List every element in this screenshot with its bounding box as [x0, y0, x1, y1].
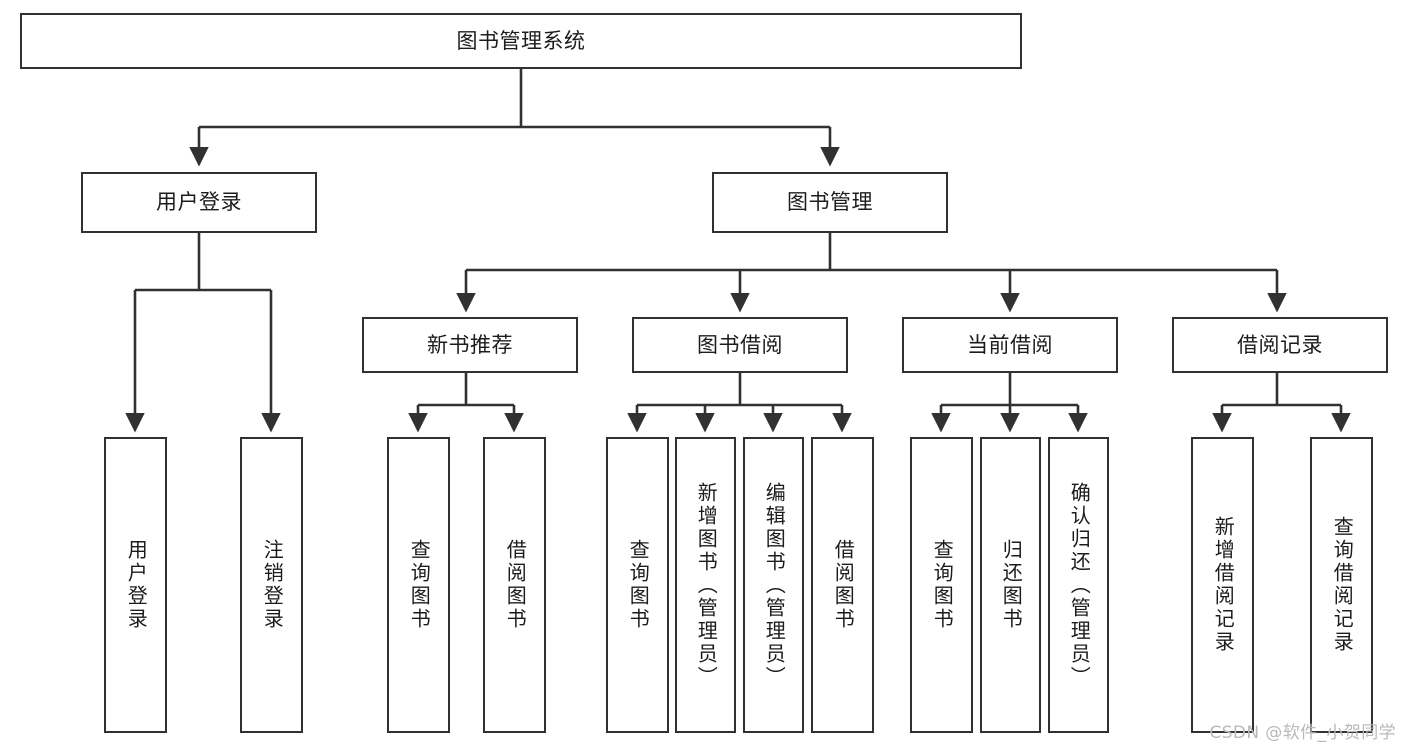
node-leaf-add-book-label: 新增图书（管理员）: [694, 481, 719, 689]
node-leaf-add-record[interactable]: 新增借阅记录: [1191, 437, 1254, 733]
node-leaf-return-book-label: 归还图书: [999, 539, 1024, 631]
node-user-login-label: 用户登录: [156, 190, 242, 215]
node-new-book-recommend[interactable]: 新书推荐: [362, 317, 578, 373]
node-user-login[interactable]: 用户登录: [81, 172, 317, 233]
node-leaf-return-book[interactable]: 归还图书: [980, 437, 1041, 733]
node-leaf-confirm-return-label: 确认归还（管理员）: [1067, 481, 1092, 689]
node-leaf-user-login-label: 用户登录: [124, 539, 149, 631]
node-leaf-borrow-book-2-label: 借阅图书: [831, 539, 856, 631]
node-borrow-record[interactable]: 借阅记录: [1172, 317, 1388, 373]
node-leaf-query-book-2[interactable]: 查询图书: [606, 437, 669, 733]
node-leaf-query-book-1-label: 查询图书: [407, 539, 432, 631]
node-leaf-confirm-return[interactable]: 确认归还（管理员）: [1048, 437, 1109, 733]
node-leaf-edit-book-label: 编辑图书（管理员）: [762, 481, 787, 689]
node-leaf-add-record-label: 新增借阅记录: [1211, 516, 1236, 654]
node-leaf-logout-login[interactable]: 注销登录: [240, 437, 303, 733]
node-root-label: 图书管理系统: [456, 28, 586, 53]
node-leaf-borrow-book-1-label: 借阅图书: [503, 539, 528, 631]
node-leaf-query-record[interactable]: 查询借阅记录: [1310, 437, 1373, 733]
node-leaf-add-book[interactable]: 新增图书（管理员）: [675, 437, 736, 733]
node-book-borrow[interactable]: 图书借阅: [632, 317, 848, 373]
node-leaf-query-record-label: 查询借阅记录: [1330, 516, 1355, 654]
node-leaf-borrow-book-2[interactable]: 借阅图书: [811, 437, 874, 733]
node-leaf-borrow-book-1[interactable]: 借阅图书: [483, 437, 546, 733]
node-new-book-recommend-label: 新书推荐: [427, 332, 513, 357]
node-current-borrow-label: 当前借阅: [967, 332, 1053, 357]
node-root[interactable]: 图书管理系统: [20, 13, 1022, 69]
node-leaf-query-book-1[interactable]: 查询图书: [387, 437, 450, 733]
node-current-borrow[interactable]: 当前借阅: [902, 317, 1118, 373]
node-leaf-query-book-3-label: 查询图书: [930, 539, 955, 631]
node-leaf-query-book-3[interactable]: 查询图书: [910, 437, 973, 733]
node-leaf-edit-book[interactable]: 编辑图书（管理员）: [743, 437, 804, 733]
node-book-borrow-label: 图书借阅: [697, 332, 783, 357]
node-book-manage[interactable]: 图书管理: [712, 172, 948, 233]
node-leaf-query-book-2-label: 查询图书: [626, 539, 651, 631]
node-leaf-user-login[interactable]: 用户登录: [104, 437, 167, 733]
node-leaf-logout-login-label: 注销登录: [260, 539, 285, 631]
node-book-manage-label: 图书管理: [787, 190, 873, 215]
node-borrow-record-label: 借阅记录: [1237, 332, 1323, 357]
